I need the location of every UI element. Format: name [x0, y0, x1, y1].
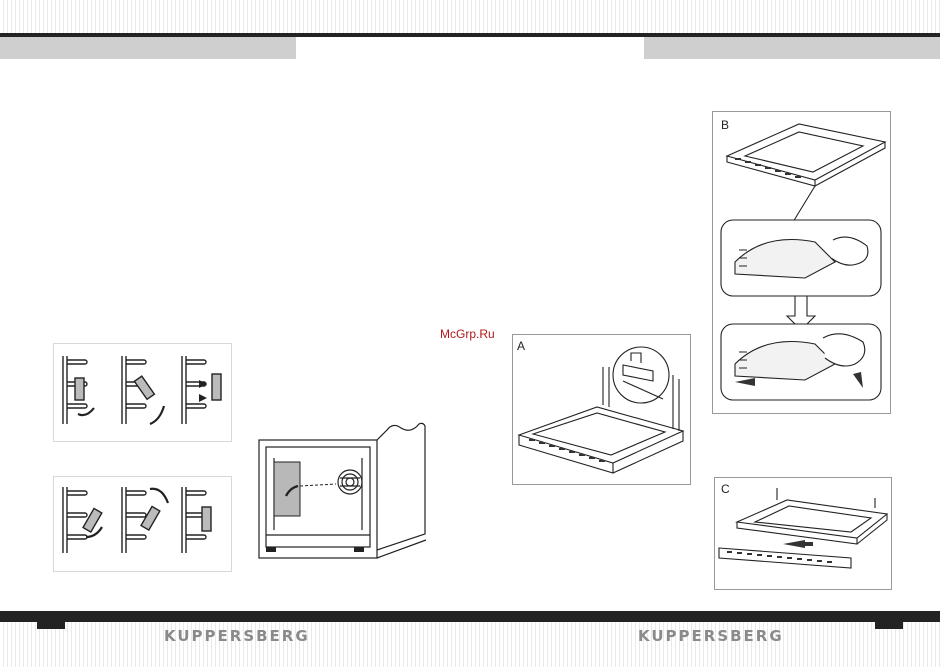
header-bar-left — [0, 37, 296, 59]
figure-rack-installation — [53, 476, 232, 572]
brand-logo-left: KUPPERSBERG — [164, 627, 310, 645]
figure-a-label: A — [517, 339, 526, 353]
header-stripe-band — [0, 0, 940, 33]
rack-installation-illustration — [62, 487, 212, 553]
footer-stripe-band — [0, 622, 940, 667]
glass-removal-illustration — [720, 123, 887, 401]
door-hinge-illustration — [517, 346, 685, 474]
figure-c-label: C — [721, 482, 730, 496]
oven-interior-illustration — [258, 422, 427, 559]
footer-tab-right — [875, 622, 903, 629]
trim-removal-illustration — [718, 488, 889, 569]
footer-tab-left — [37, 622, 65, 629]
figure-b-label: B — [721, 118, 730, 132]
brand-logo-right: KUPPERSBERG — [638, 627, 784, 645]
watermark-text: McGrp.Ru — [440, 327, 495, 341]
figure-c-trim-removal: C — [714, 477, 892, 590]
footer-rule — [0, 611, 940, 622]
figure-rack-removal — [53, 343, 232, 442]
figure-a-door-hinge: A — [512, 334, 691, 485]
figure-oven-interior — [256, 420, 428, 562]
header-rule — [0, 33, 940, 37]
figure-b-glass-removal: B — [712, 111, 891, 414]
header-bar-right — [644, 37, 940, 59]
rack-removal-illustration — [62, 356, 222, 426]
